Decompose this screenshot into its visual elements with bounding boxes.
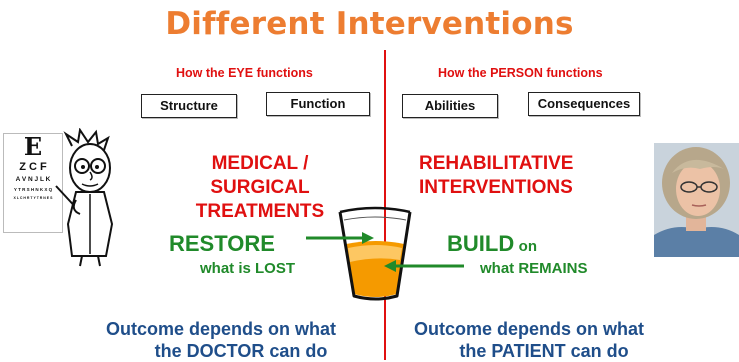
glass-outline — [338, 211, 412, 301]
structure-box: Structure — [141, 94, 237, 118]
eye-chart-row-5: X L C H R T Y T R N E S — [13, 196, 53, 200]
glass-inner-rim — [343, 216, 407, 221]
doctor-eye-right — [95, 165, 99, 169]
right-heading-line2: INTERVENTIONS — [419, 177, 573, 198]
remains-arrow-head — [384, 260, 396, 272]
doctor-leg-left — [79, 255, 83, 267]
doctor-leg-right — [97, 255, 101, 267]
eye-chart-row-1: E — [23, 132, 43, 161]
right-outcome-line1: Outcome depends on what — [413, 319, 645, 339]
left-outcome-line1: Outcome depends on what — [105, 319, 337, 339]
function-box: Function — [266, 92, 370, 116]
restore-arrow-head — [362, 232, 374, 244]
doctor-mouth — [81, 183, 99, 187]
right-subtitle: How the PERSON functions — [438, 66, 603, 80]
left-outcome: Outcome depends on what the DOCTOR can d… — [101, 318, 341, 362]
eye-chart-row-4: Y T R S H N K X Q — [13, 187, 53, 192]
restore-object: what is LOST — [200, 260, 296, 277]
left-heading: MEDICAL / SURGICAL TREATMENTS — [160, 152, 360, 224]
page-title: Different Interventions — [165, 6, 574, 42]
eye-chart-row-3: A V N J L K — [15, 176, 51, 183]
eye-chart: E Z C F A V N J L K Y T R S H N K X Q X … — [3, 133, 63, 233]
doctor-arm — [72, 199, 81, 215]
left-heading-line1: MEDICAL / SURGICAL — [210, 153, 310, 198]
build-verb: BUILD — [447, 231, 515, 256]
consequences-box: Consequences — [528, 92, 640, 116]
photo-fringe — [672, 159, 724, 173]
doctor-hair — [63, 128, 110, 151]
left-subtitle: How the EYE functions — [176, 66, 313, 80]
doctor-eye-left — [81, 165, 85, 169]
build-label: BUILD on — [447, 231, 537, 257]
patient-photo — [654, 143, 739, 257]
doctor-cartoon — [55, 128, 114, 267]
build-object: what REMAINS — [480, 260, 588, 277]
doctor-nose — [89, 171, 93, 181]
abilities-box: Abilities — [402, 94, 498, 118]
liquid-highlight — [348, 245, 402, 262]
right-outcome: Outcome depends on what the PATIENT can … — [404, 318, 654, 362]
glass-rim — [339, 206, 411, 214]
right-heading: REHABILITATIVE INTERVENTIONS — [419, 152, 573, 200]
left-outcome-line2: the DOCTOR can do — [154, 341, 328, 361]
glass-illustration — [306, 206, 464, 301]
center-divider — [384, 50, 386, 360]
photo-face — [676, 162, 720, 216]
photo-shirt — [654, 227, 739, 257]
right-outcome-line2: the PATIENT can do — [459, 341, 629, 361]
restore-label: RESTORE — [169, 231, 275, 256]
left-heading-line2: TREATMENTS — [195, 201, 325, 222]
build-suffix: on — [518, 238, 537, 255]
eye-chart-row-2: Z C F — [19, 161, 47, 173]
photo-mouth — [691, 204, 707, 207]
right-heading-line1: REHABILITATIVE — [419, 153, 574, 174]
